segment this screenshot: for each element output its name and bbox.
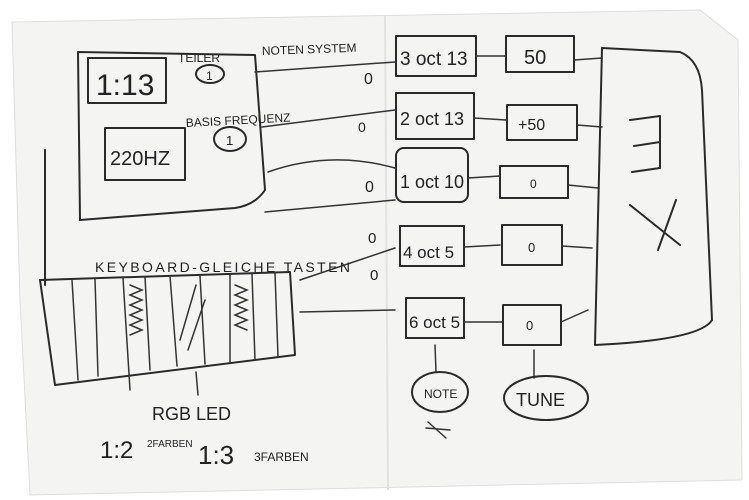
value-box (499, 165, 569, 199)
paper-fold (384, 14, 389, 491)
wire (473, 117, 507, 121)
octave-box (395, 147, 469, 203)
ratio-3-label: 1:3 (198, 440, 234, 470)
rgb-led-label: RGB LED (152, 404, 231, 424)
frequency-value: 220HZ (110, 148, 170, 170)
base-frequency-label: BASIS FREQUENZ (185, 111, 290, 130)
display-module (594, 47, 713, 346)
octave-label: 2 oct 13 (400, 109, 464, 129)
wire (561, 245, 593, 249)
octave-box (395, 92, 475, 140)
ratio-value: 1:13 (96, 69, 154, 102)
switch-mark: 0 (370, 267, 378, 284)
divider-label: TEILER (178, 51, 220, 65)
wire (261, 109, 396, 128)
crossed-out-scribble (425, 421, 451, 439)
key-hatching (179, 284, 206, 351)
divider-knob-mark: 1 (206, 69, 213, 83)
note-system-label: NOTEN SYSTEM (262, 41, 357, 58)
value-box (501, 224, 563, 266)
wire (434, 344, 437, 373)
base-frequency-knob[interactable] (213, 126, 247, 152)
keyboard-label: KEYBOARD-GLEICHE TASTEN (95, 259, 350, 275)
display-digit-icon (629, 115, 661, 173)
led-wire (195, 371, 199, 396)
row-2: 0 2 oct 13 +50 (358, 92, 603, 141)
colors-2-label: 2FARBEN (147, 439, 193, 450)
divider-knob[interactable] (195, 64, 225, 84)
switch-mark: 0 (358, 119, 366, 135)
wire (299, 247, 396, 281)
wire (267, 159, 396, 173)
value-label: 50 (524, 47, 546, 69)
value-box (506, 104, 578, 141)
wire (467, 175, 501, 179)
colors-3-label: 3FARBEN (254, 450, 309, 464)
frequency-display (104, 127, 186, 181)
octave-label: 4 oct 5 (403, 243, 454, 262)
octave-label: 1 oct 10 (400, 172, 464, 192)
cross-icon (629, 199, 681, 251)
wire (254, 61, 396, 73)
octave-box (405, 297, 465, 339)
value-box (502, 304, 562, 346)
wire (560, 309, 589, 323)
wire (299, 309, 396, 313)
row-3: 0 1 oct 10 0 (365, 147, 599, 203)
wire (567, 184, 599, 189)
value-label: 0 (526, 318, 533, 333)
value-label: +50 (518, 117, 545, 134)
tune-button[interactable] (503, 375, 589, 421)
row-5: 6 oct 5 0 (405, 297, 589, 346)
control-panel-outline (77, 51, 266, 221)
base-frequency-knob-mark: 1 (226, 133, 233, 148)
note-button[interactable] (411, 371, 469, 413)
row-1: 0 3 oct 13 50 (364, 35, 603, 88)
wire (573, 57, 603, 61)
switch-mark: 0 (365, 179, 374, 196)
switch-mark: 0 (368, 230, 376, 247)
octave-label: 3 oct 13 (400, 49, 468, 70)
keyboard-outline[interactable] (39, 271, 296, 386)
wire (463, 244, 501, 248)
note-label: NOTE (424, 387, 457, 401)
pressed-key-scribble (128, 284, 144, 336)
pressed-key-scribble (233, 284, 249, 331)
tune-label: TUNE (516, 390, 565, 410)
value-label: 0 (530, 177, 537, 191)
octave-box (399, 225, 465, 267)
value-label: 0 (528, 240, 535, 255)
value-box (505, 35, 575, 73)
keyboard-keys (71, 272, 279, 391)
wire (264, 199, 396, 213)
row-4: 0 0 4 oct 5 0 (368, 224, 593, 284)
ratio-display (87, 57, 167, 104)
switch-mark: 0 (364, 71, 373, 88)
ratio-2-label: 1:2 (100, 437, 133, 464)
wire (576, 124, 603, 128)
octave-label: 6 oct 5 (409, 313, 460, 332)
paper-sheet (11, 9, 743, 496)
